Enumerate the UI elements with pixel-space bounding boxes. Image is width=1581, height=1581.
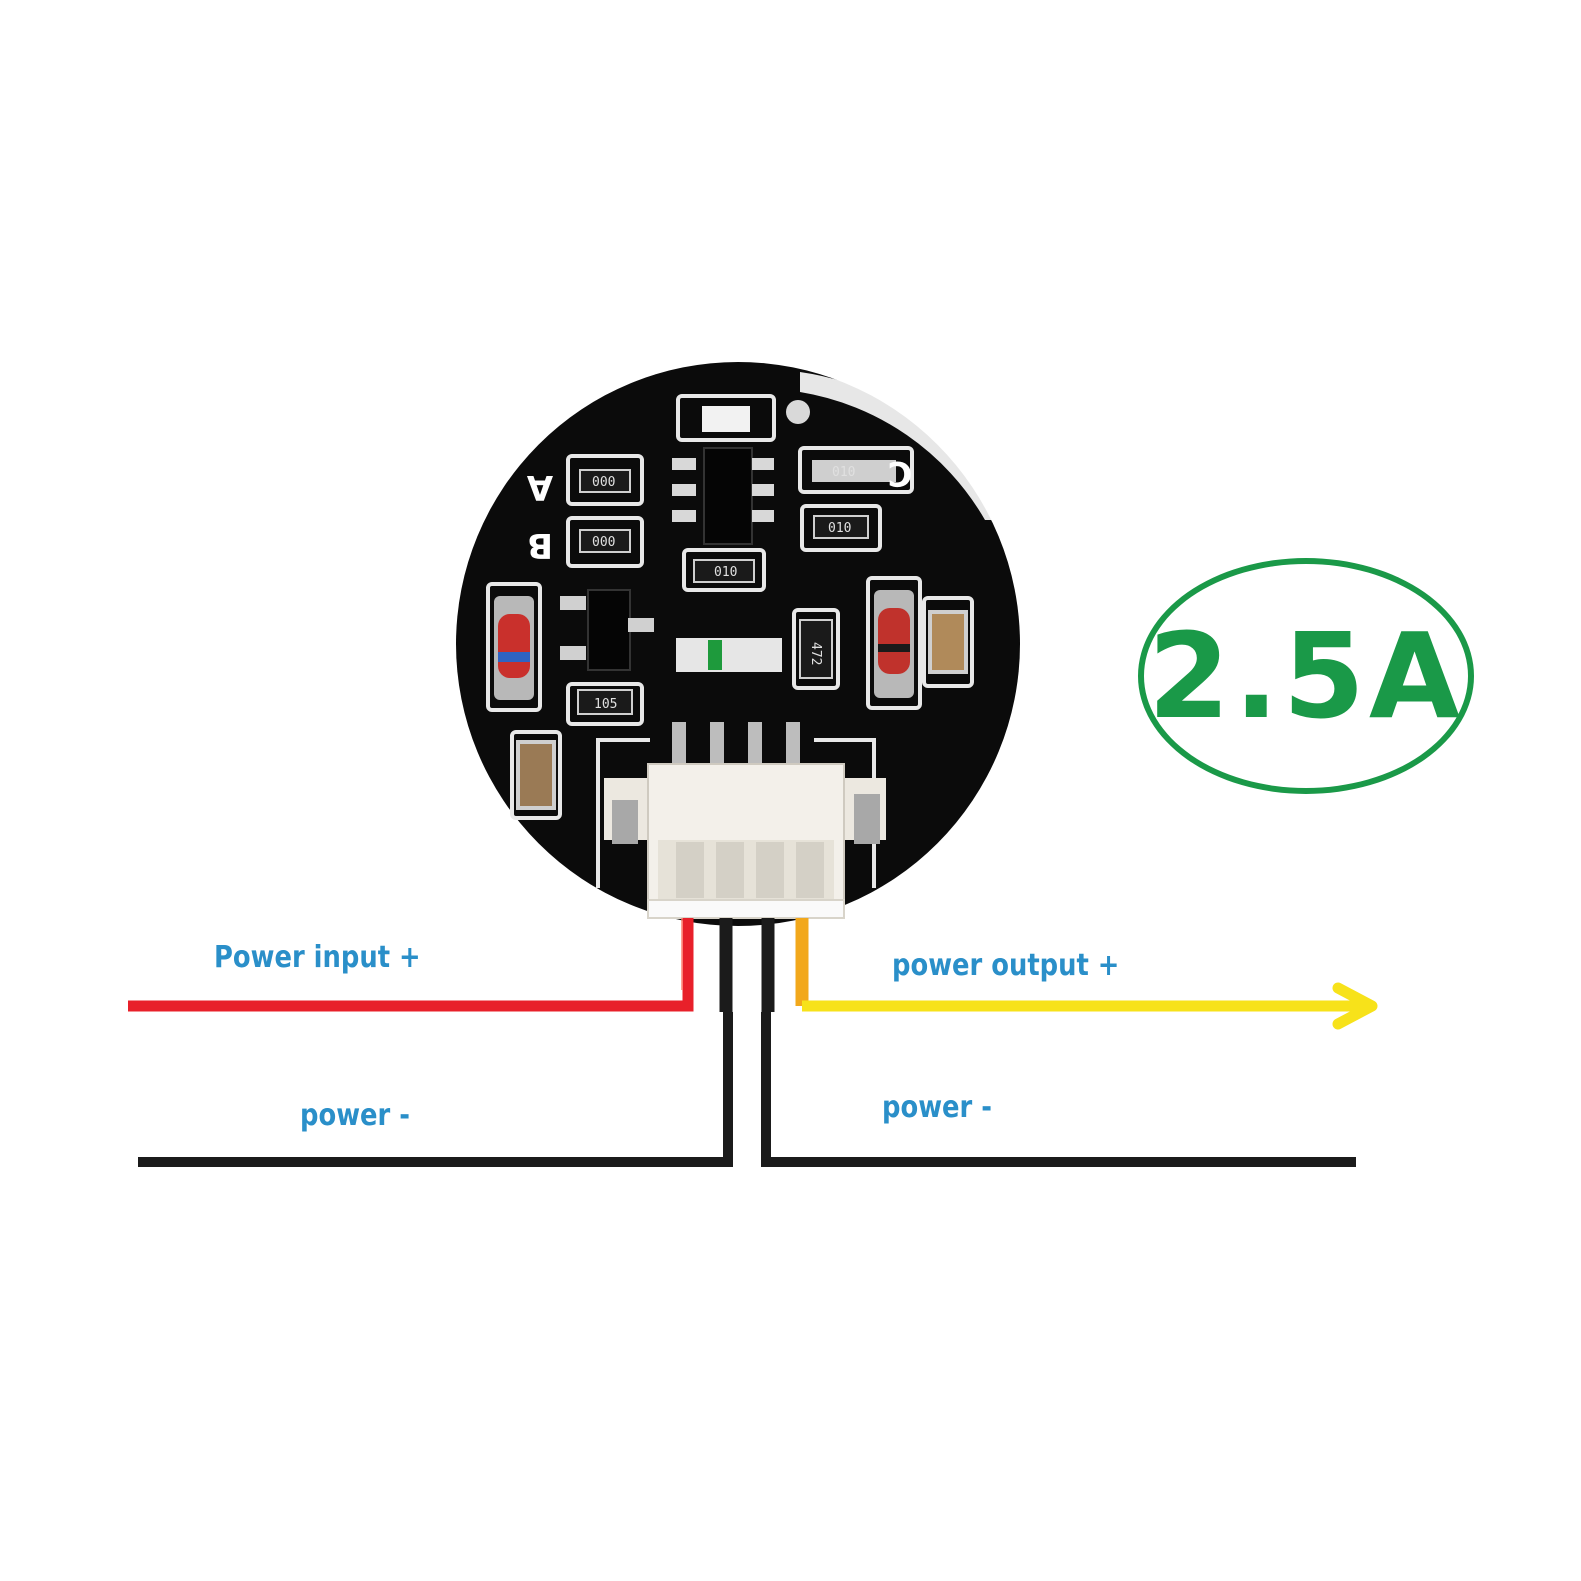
label-power-negative-left: power -	[300, 1098, 410, 1133]
svg-text:010: 010	[832, 465, 855, 480]
svg-text:105: 105	[594, 697, 617, 712]
svg-text:000: 000	[592, 475, 615, 490]
svg-text:000: 000	[592, 535, 615, 550]
silk-b: B	[527, 525, 553, 565]
silk-a: A	[526, 467, 553, 507]
components	[494, 400, 968, 810]
wire-yellow	[795, 918, 1378, 1030]
current-rating-badge: 2.5A	[1138, 558, 1474, 794]
pcb-board: A B C 000 000 010 010 010 472 105	[456, 362, 1020, 926]
label-power-negative-right: power -	[882, 1090, 992, 1125]
pcb-glare	[800, 372, 1010, 520]
label-power-input: Power input +	[214, 940, 421, 975]
connector-4pin	[604, 763, 886, 919]
component-marks: 000 000 010 010 010 472 105	[592, 465, 855, 712]
silk-c: C	[888, 453, 913, 493]
wire-red	[128, 918, 694, 1012]
wire-black-left	[138, 918, 733, 1167]
label-power-output: power output +	[892, 948, 1120, 983]
svg-text:472: 472	[808, 642, 823, 665]
svg-text:010: 010	[828, 521, 851, 536]
arrow-right-icon	[1332, 982, 1378, 1030]
current-rating-text: 2.5A	[1147, 607, 1465, 745]
svg-text:010: 010	[714, 565, 737, 580]
wire-black-right	[761, 918, 1356, 1167]
